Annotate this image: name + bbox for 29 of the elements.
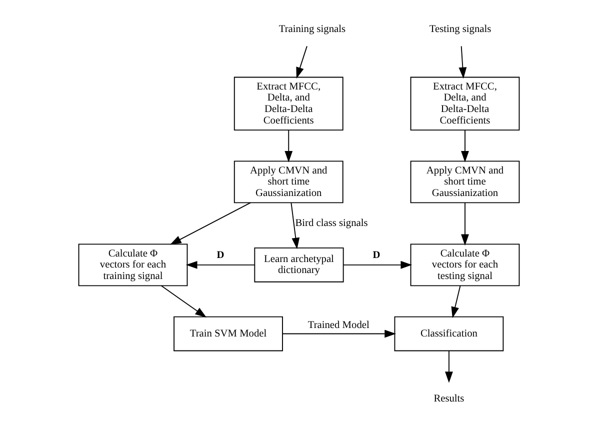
edge-label: Trained Model <box>307 320 369 331</box>
node-box: Extract MFCC, Delta, and Delta-Delta Coefficients <box>233 76 343 131</box>
arrow <box>282 330 396 338</box>
arrow <box>169 202 251 245</box>
node-text: Results <box>433 394 464 404</box>
arrow <box>290 202 300 250</box>
node-box: Learn archetypal dictionary <box>254 247 344 282</box>
node-box: Apply CMVN and short time Gaussianization <box>410 160 520 204</box>
arrow <box>160 285 206 318</box>
arrow <box>185 260 254 269</box>
node-box: Calculate Φ vectors for each training signal <box>78 244 188 286</box>
node-text: Testing signals <box>428 24 491 35</box>
edge-label: D <box>216 250 224 262</box>
node-box: Apply CMVN and short time Gaussianization <box>233 160 343 204</box>
arrow <box>296 46 307 79</box>
arrow <box>444 350 452 383</box>
edge-label: Bird class signals <box>294 218 368 230</box>
node-box: Calculate Φ vectors for each testing signal <box>410 244 520 286</box>
node-box: Classification <box>394 316 504 352</box>
arrow <box>460 130 468 162</box>
edge-label: D <box>372 250 380 262</box>
arrow <box>460 202 468 246</box>
arrow <box>458 46 466 79</box>
arrow <box>450 286 460 318</box>
node-text: Training signals <box>278 24 346 35</box>
arrow <box>284 130 292 162</box>
arrow <box>342 260 412 269</box>
node-box: Extract MFCC, Delta, and Delta-Delta Coefficients <box>410 76 520 131</box>
node-box: Train SVM Model <box>173 316 282 352</box>
